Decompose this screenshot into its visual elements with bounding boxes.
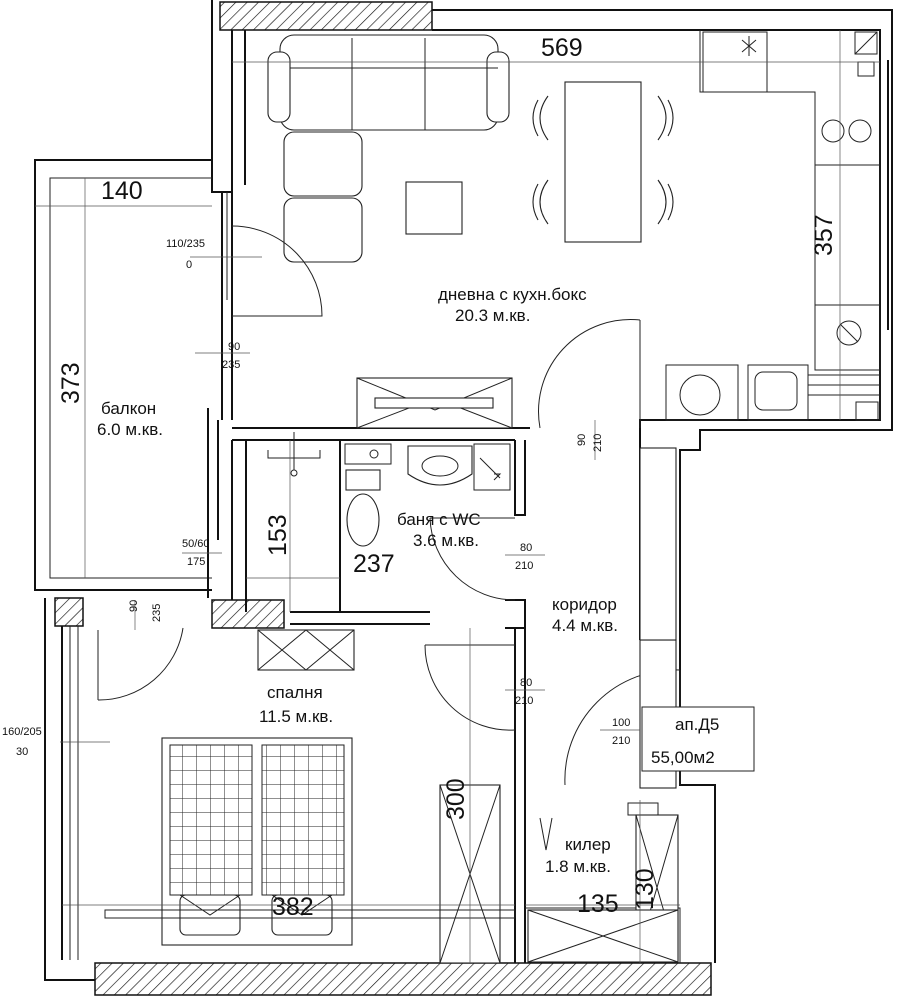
bedroom-balcony-door-height: 235 <box>151 604 163 622</box>
living-door-size: 90 <box>576 434 588 446</box>
dim-storage-width: 135 <box>577 890 619 918</box>
bath-window-sill: 175 <box>187 556 205 568</box>
bedroom-door-height: 210 <box>515 695 533 707</box>
entrance-door-size: 100 <box>612 717 630 729</box>
balcony-area: 6.0 м.кв. <box>97 420 163 439</box>
living-door-height: 210 <box>592 434 604 452</box>
dimension-lines <box>35 30 880 963</box>
bath-name: баня с WC <box>397 510 481 529</box>
bathroom-fixtures <box>267 432 511 547</box>
apartment-label-box <box>641 706 755 772</box>
bath-window-size: 50/60 <box>182 538 210 550</box>
dim-balcony-length: 373 <box>57 362 85 404</box>
dim-bath-depth: 153 <box>264 514 292 556</box>
structural-columns <box>54 1 712 996</box>
bedroom-door-size: 80 <box>520 677 532 689</box>
storage-area: 1.8 м.кв. <box>545 857 611 876</box>
kitchen-counter <box>665 30 889 421</box>
bedroom-area: 11.5 м.кв. <box>259 707 333 726</box>
corridor-name: коридор <box>552 595 617 614</box>
balcony-door-height: 235 <box>222 359 240 371</box>
bath-area: 3.6 м.кв. <box>413 531 479 550</box>
living-window-size: 110/235 <box>166 238 205 250</box>
entrance-door-height: 210 <box>612 735 630 747</box>
living-room-area: 20.3 м.кв. <box>455 306 530 325</box>
dining-table <box>532 81 674 243</box>
sofa <box>267 34 510 263</box>
dim-bedroom-length: 300 <box>442 778 470 820</box>
corridor-area: 4.4 м.кв. <box>552 616 618 635</box>
balcony-door-size: 90 <box>228 341 240 353</box>
living-room-name: дневна с кухн.бокс <box>438 285 587 304</box>
dim-balcony-width: 140 <box>101 177 143 205</box>
dim-living-width: 569 <box>541 34 583 62</box>
balcony-name: балкон <box>101 399 156 418</box>
bedroom-window-sill: 30 <box>16 746 28 758</box>
tv-cabinet <box>356 377 513 429</box>
dim-kitchen-depth: 357 <box>810 214 838 256</box>
bedroom-window-size: 160/205 <box>2 726 42 738</box>
bath-door-size: 80 <box>520 542 532 554</box>
storage-name: килер <box>565 835 611 854</box>
dim-storage-depth: 130 <box>631 868 659 910</box>
bedroom-balcony-door-size: 90 <box>128 600 140 612</box>
dim-bedroom-width: 382 <box>272 893 314 921</box>
bedroom-name: спалня <box>267 683 323 702</box>
dim-bath-width: 237 <box>353 550 395 578</box>
apartment-area: 55,00м2 <box>651 748 715 767</box>
apartment-id: ап.Д5 <box>675 715 719 734</box>
living-window-sill: 0 <box>186 259 192 271</box>
bath-door-height: 210 <box>515 560 533 572</box>
